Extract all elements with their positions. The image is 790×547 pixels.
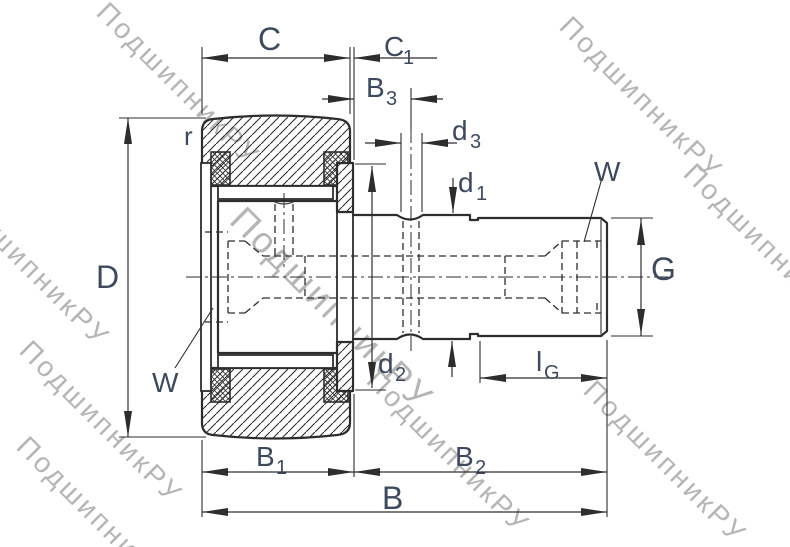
label-W-left: W bbox=[152, 367, 179, 398]
watermark-text: ПодшипникРУ bbox=[14, 334, 189, 509]
label-r: r bbox=[184, 121, 193, 151]
dimension-labels: C C 1 B 3 d 3 d 1 W r D W G d 2 l G B 1 … bbox=[96, 21, 676, 516]
label-C1-main: C bbox=[384, 31, 404, 62]
dimension-d1 bbox=[448, 178, 457, 377]
label-B1-sub: 1 bbox=[276, 457, 287, 479]
label-d2-main: d bbox=[378, 348, 394, 379]
centerlines bbox=[186, 128, 668, 352]
label-D: D bbox=[96, 259, 119, 295]
label-G: G bbox=[651, 251, 676, 287]
dimension-d3 bbox=[365, 139, 457, 147]
leader-lines bbox=[174, 177, 603, 369]
label-B3-main: B bbox=[366, 72, 385, 103]
needle-rollers bbox=[217, 185, 334, 369]
label-C: C bbox=[258, 21, 281, 57]
label-B3-sub: 3 bbox=[386, 88, 397, 110]
label-W-right: W bbox=[594, 156, 621, 187]
dimension-extension-lines bbox=[119, 47, 653, 517]
label-d2-sub: 2 bbox=[395, 364, 406, 386]
label-d1-sub: 1 bbox=[476, 183, 487, 205]
dimension-B3 bbox=[322, 95, 443, 103]
dimension-lG bbox=[480, 374, 607, 382]
label-d1-main: d bbox=[458, 167, 474, 198]
dimension-G bbox=[637, 218, 645, 336]
label-lG-main: l bbox=[536, 346, 542, 377]
watermark-text: ПодшипникРУ bbox=[678, 157, 790, 332]
label-B1-main: B bbox=[256, 441, 275, 472]
dimension-B2 bbox=[354, 468, 607, 476]
dimension-C bbox=[202, 54, 350, 62]
label-B: B bbox=[382, 480, 403, 516]
label-d3-sub: 3 bbox=[470, 131, 481, 153]
dimension-B bbox=[202, 508, 607, 516]
dimension-D bbox=[124, 118, 132, 437]
label-B2-sub: 2 bbox=[475, 457, 486, 479]
label-lG-sub: G bbox=[544, 362, 560, 384]
dimension-B1 bbox=[202, 468, 354, 476]
outer-ring-section bbox=[200, 114, 352, 440]
label-B2-main: B bbox=[455, 441, 474, 472]
dimension-C1 bbox=[354, 54, 437, 62]
dimension-d2 bbox=[368, 166, 376, 388]
label-C1-sub: 1 bbox=[403, 47, 414, 69]
watermark-text: ПодшипникРУ bbox=[578, 374, 753, 547]
label-d3-main: d bbox=[452, 115, 468, 146]
